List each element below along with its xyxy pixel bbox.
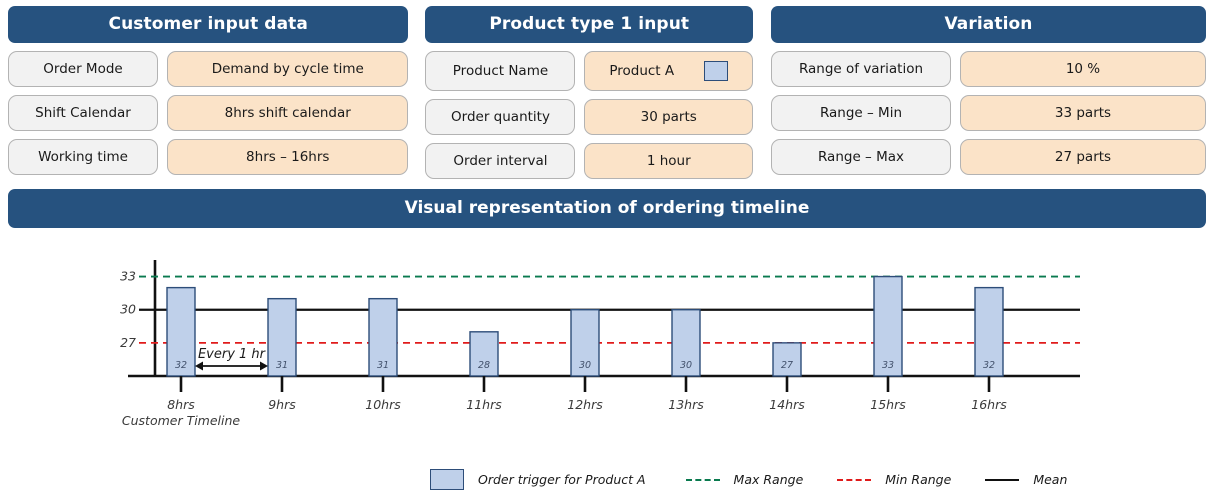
legend-swatch-icon bbox=[430, 469, 464, 490]
input-panels: Customer input data Order Mode Demand by… bbox=[0, 0, 1214, 187]
row-range-max: Range – Max 27 parts bbox=[770, 139, 1206, 175]
svg-text:10hrs: 10hrs bbox=[365, 397, 401, 412]
legend-item-mean: Mean bbox=[985, 472, 1067, 487]
label-order-quantity: Order quantity bbox=[425, 99, 576, 135]
value-product-name[interactable]: Product A bbox=[584, 51, 753, 91]
legend-solid-black-line-icon bbox=[985, 478, 1020, 481]
panel-rows-customer: Order Mode Demand by cycle time Shift Ca… bbox=[8, 51, 409, 175]
banner-visual-representation: Visual representation of ordering timeli… bbox=[8, 189, 1206, 228]
svg-text:12hrs: 12hrs bbox=[567, 397, 603, 412]
row-order-interval: Order interval 1 hour bbox=[425, 143, 753, 179]
chart-area: Order trigger for Product A Max Range Mi… bbox=[0, 228, 1214, 490]
value-order-quantity[interactable]: 30 parts bbox=[584, 99, 753, 135]
row-order-quantity: Order quantity 30 parts bbox=[425, 99, 753, 135]
svg-text:32: 32 bbox=[175, 360, 187, 371]
svg-text:Every 1 hr: Every 1 hr bbox=[198, 347, 267, 362]
panel-title-variation: Variation bbox=[770, 6, 1206, 43]
product-color-swatch-icon bbox=[704, 61, 729, 81]
panel-rows-product: Product Name Product A Order quantity 30… bbox=[425, 51, 753, 179]
value-shift-calendar[interactable]: 8hrs shift calendar bbox=[167, 95, 409, 131]
svg-text:32: 32 bbox=[983, 360, 995, 371]
label-range-max: Range – Max bbox=[770, 139, 951, 175]
legend-label-order-trigger: Order trigger for Product A bbox=[478, 472, 646, 487]
svg-text:9hrs: 9hrs bbox=[268, 397, 296, 412]
label-working-time: Working time bbox=[8, 139, 158, 175]
legend-item-min-range: Min Range bbox=[837, 472, 951, 487]
panel-customer-input-data: Customer input data Order Mode Demand by… bbox=[8, 6, 417, 187]
row-range-min: Range – Min 33 parts bbox=[770, 95, 1206, 131]
label-range-min: Range – Min bbox=[770, 95, 951, 131]
row-order-mode: Order Mode Demand by cycle time bbox=[8, 51, 409, 87]
svg-text:33: 33 bbox=[882, 360, 894, 371]
chart-legend: Order trigger for Product A Max Range Mi… bbox=[430, 469, 1067, 490]
label-order-mode: Order Mode bbox=[8, 51, 158, 87]
panel-product-type-1-input: Product type 1 input Product Name Produc… bbox=[417, 6, 761, 187]
legend-item-max-range: Max Range bbox=[685, 472, 804, 487]
panel-title-customer-input-data: Customer input data bbox=[8, 6, 409, 43]
svg-text:30: 30 bbox=[120, 302, 136, 317]
value-order-interval[interactable]: 1 hour bbox=[584, 143, 753, 179]
value-range-of-variation[interactable]: 10 % bbox=[959, 51, 1206, 87]
legend-label-mean: Mean bbox=[1033, 472, 1068, 487]
panel-rows-variation: Range of variation 10 % Range – Min 33 p… bbox=[770, 51, 1206, 175]
row-product-name: Product Name Product A bbox=[425, 51, 753, 91]
ordering-timeline-chart: 33 30 27 32 8hrs 31 9hrs 31 10hrs 28 11hrs 30 12hrs 3… bbox=[120, 260, 1080, 428]
value-working-time[interactable]: 8hrs – 16hrs bbox=[167, 139, 409, 175]
svg-text:31: 31 bbox=[276, 360, 288, 371]
row-range-of-variation: Range of variation 10 % bbox=[770, 51, 1206, 87]
label-order-interval: Order interval bbox=[425, 143, 576, 179]
legend-dashed-green-line-icon bbox=[685, 478, 720, 481]
label-range-of-variation: Range of variation bbox=[770, 51, 951, 87]
svg-text:14hrs: 14hrs bbox=[769, 397, 805, 412]
legend-label-min-range: Min Range bbox=[885, 472, 952, 487]
legend-label-max-range: Max Range bbox=[733, 472, 804, 487]
value-order-mode[interactable]: Demand by cycle time bbox=[167, 51, 409, 87]
svg-text:33: 33 bbox=[120, 269, 136, 284]
label-product-name: Product Name bbox=[425, 51, 576, 91]
product-name-text: Product A bbox=[609, 63, 675, 79]
svg-text:11hrs: 11hrs bbox=[466, 397, 502, 412]
svg-text:27: 27 bbox=[781, 360, 793, 371]
svg-text:13hrs: 13hrs bbox=[668, 397, 704, 412]
svg-text:31: 31 bbox=[377, 360, 389, 371]
legend-item-order-trigger: Order trigger for Product A bbox=[430, 469, 646, 490]
label-shift-calendar: Shift Calendar bbox=[8, 95, 158, 131]
panel-title-product-type-1-input: Product type 1 input bbox=[425, 6, 753, 43]
panel-variation: Variation Range of variation 10 % Range … bbox=[761, 6, 1206, 187]
value-range-max[interactable]: 27 parts bbox=[959, 139, 1206, 175]
svg-text:28: 28 bbox=[478, 360, 490, 371]
svg-text:16hrs: 16hrs bbox=[971, 397, 1007, 412]
svg-text:30: 30 bbox=[579, 360, 591, 371]
legend-dashed-red-line-icon bbox=[837, 478, 872, 481]
value-range-min[interactable]: 33 parts bbox=[959, 95, 1206, 131]
svg-text:27: 27 bbox=[120, 335, 136, 350]
svg-text:Customer Timeline: Customer Timeline bbox=[122, 413, 241, 428]
svg-text:8hrs: 8hrs bbox=[167, 397, 195, 412]
svg-text:30: 30 bbox=[680, 360, 692, 371]
row-working-time: Working time 8hrs – 16hrs bbox=[8, 139, 409, 175]
svg-text:15hrs: 15hrs bbox=[870, 397, 906, 412]
row-shift-calendar: Shift Calendar 8hrs shift calendar bbox=[8, 95, 409, 131]
